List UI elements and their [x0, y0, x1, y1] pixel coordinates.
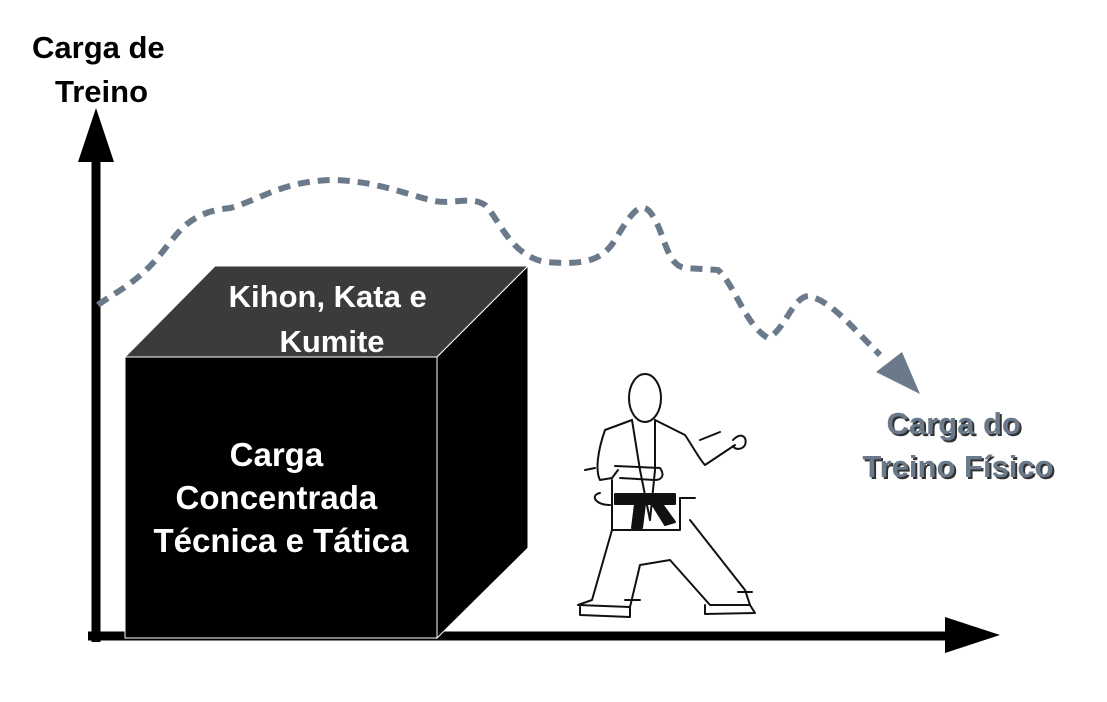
karate-fighter-illustration [577, 373, 756, 618]
physical-load-curve [96, 176, 883, 358]
y-axis-label: Carga de Treino [32, 30, 173, 109]
curve-label: Carga do Treino Físico [862, 406, 1053, 484]
cube-front-label: Carga Concentrada Técnica e Tática [154, 436, 410, 559]
y-axis-arrowhead [78, 108, 114, 162]
curve-arrowhead [876, 352, 920, 394]
cube-front-face [124, 356, 438, 639]
x-axis-arrowhead [945, 617, 1000, 653]
cube-top-label: Kihon, Kata e Kumite [229, 279, 436, 359]
